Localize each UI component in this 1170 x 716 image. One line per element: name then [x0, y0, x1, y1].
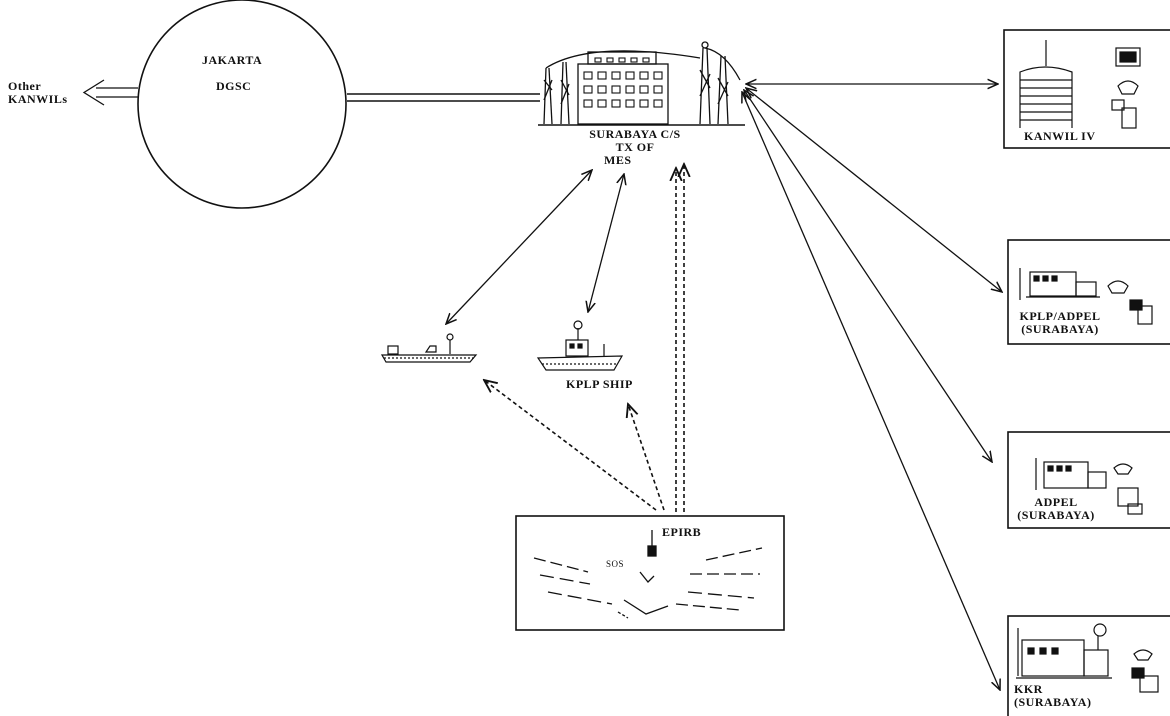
epirb-to-kplp-ship: [628, 404, 664, 510]
kkr-line2: (SURABAYA): [1014, 696, 1091, 709]
kplp-ship-illustration: [538, 321, 622, 370]
sos-label: SOS: [606, 558, 624, 571]
surabaya-station-illustration: [538, 42, 745, 125]
kkr-label: KKR (SURABAYA): [1014, 683, 1091, 709]
hollow-arrow-other-kanwils: [84, 80, 138, 105]
other-kanwils-label: Other KANWILs: [8, 80, 68, 106]
link-jakarta-surabaya: [347, 94, 540, 101]
kplp-ship-label: KPLP SHIP: [566, 378, 633, 391]
link-surabaya-kplp-ship: [588, 174, 624, 312]
link-surabaya-adpel: [744, 90, 992, 462]
dgsc-label: DGSC: [216, 80, 251, 93]
jakarta-dgsc-circle: [138, 0, 346, 208]
kanwil-iv-illustration: [1020, 40, 1140, 128]
epirb-scene-illustration: [534, 530, 762, 618]
kplp-adpel-label: KPLP/ADPEL (SURABAYA): [1010, 310, 1110, 336]
link-surabaya-kkr: [742, 92, 1000, 690]
epirb-to-vessel: [484, 380, 656, 510]
kplp-adpel-line2: (SURABAYA): [1010, 323, 1110, 336]
epirb-alert-links: [484, 164, 684, 512]
surabaya-label: SURABAYA C/S TX OF: [580, 128, 690, 154]
other-line2: KANWILs: [8, 93, 68, 106]
adpel-label: ADPEL (SURABAYA): [1006, 496, 1106, 522]
link-surabaya-vessel: [446, 170, 592, 324]
surabaya-broadcast-links: [446, 84, 1002, 690]
adpel-line2: (SURABAYA): [1006, 509, 1106, 522]
jakarta-title: JAKARTA: [202, 54, 262, 67]
kanwil-iv-label: KANWIL IV: [1024, 130, 1096, 143]
surabaya-line3: MES: [604, 154, 632, 167]
epirb-label: EPIRB: [662, 526, 701, 539]
vessel-illustration: [382, 334, 476, 362]
surabaya-line2: TX OF: [580, 141, 690, 154]
